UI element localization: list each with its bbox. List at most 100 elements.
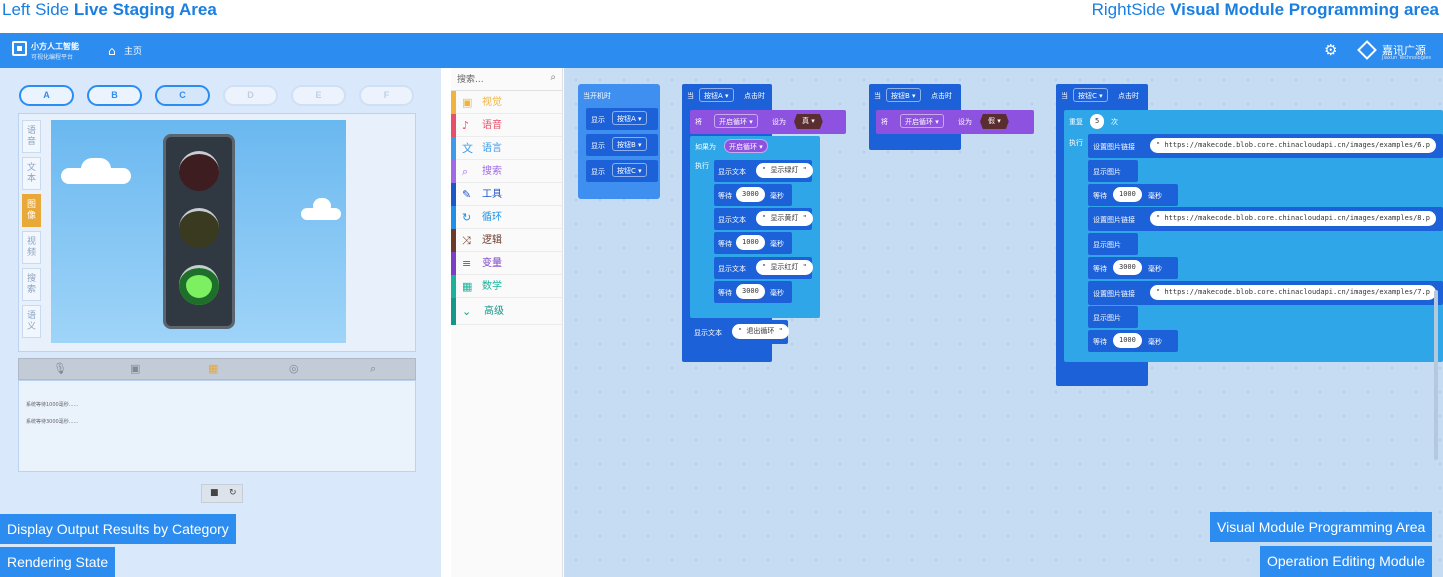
number-input[interactable]: 3000 [1113, 260, 1142, 275]
side-tab-image[interactable]: 图像 [22, 194, 41, 227]
wrench-icon: ✎ [462, 188, 472, 201]
video-icon[interactable]: ◎ [289, 362, 299, 375]
wait-3000-block[interactable]: 等待 3000 毫秒 [1088, 257, 1178, 279]
condition-dropdown[interactable]: 开启循环 ▾ [724, 139, 768, 153]
playback-controls: ■ ↻ [201, 484, 243, 503]
show-text-red-block[interactable]: 显示文本 " 显示红灯 " [714, 257, 813, 279]
show-text-yellow-block[interactable]: 显示文本 " 显示黄灯 " [714, 208, 813, 230]
button-dropdown[interactable]: 按钮B ▾ [612, 137, 647, 151]
wait-1000-block[interactable]: 等待 1000 毫秒 [714, 232, 792, 254]
number-input[interactable]: 1000 [1113, 333, 1142, 348]
microphone-icon[interactable]: 🎙 [53, 362, 67, 375]
image-icon[interactable]: ▦ [208, 362, 219, 375]
category-variables[interactable]: ≡变量 [451, 252, 562, 275]
show-button-a-block[interactable]: 显示 按钮A ▾ [586, 108, 658, 130]
text-input[interactable]: " 显示绿灯 " [756, 163, 813, 178]
button-dropdown[interactable]: 按钮A ▾ [612, 111, 647, 125]
show-button-c-block[interactable]: 显示 按钮C ▾ [586, 160, 658, 182]
text-input[interactable]: " 退出循环 " [732, 324, 789, 339]
text-input[interactable]: " 显示红灯 " [756, 260, 813, 275]
boolean-false[interactable]: 假 ▾ [980, 114, 1009, 129]
calculator-icon: ▦ [462, 280, 473, 293]
set-image-url-block[interactable]: 设置图片链接 " https://makecode.blob.core.chin… [1088, 134, 1443, 158]
output-log: 系统等待1000毫秒...... 系统等待3000毫秒...... [18, 380, 416, 472]
show-image-block[interactable]: 显示图片 [1088, 233, 1138, 255]
programming-workspace[interactable]: 当开机时 显示 按钮A ▾ 显示 按钮B ▾ 显示 按钮C ▾ 当 按钮A ▾ … [564, 68, 1443, 577]
palette-search-input[interactable] [457, 72, 537, 87]
brand-logo-icon [1357, 40, 1377, 60]
tab-e[interactable]: E [291, 85, 346, 106]
on-start-block[interactable]: 当开机时 显示 按钮A ▾ 显示 按钮B ▾ 显示 按钮C ▾ [578, 84, 660, 199]
tab-b[interactable]: B [87, 85, 142, 106]
variable-dropdown[interactable]: 开启循环 ▾ [714, 114, 758, 128]
cloud-shape [301, 208, 341, 220]
side-tab-video[interactable]: 视频 [22, 231, 41, 264]
wait-3000-block[interactable]: 等待 3000 毫秒 [714, 184, 792, 206]
text-input[interactable]: " 显示黄灯 " [756, 211, 813, 226]
gear-icon[interactable]: ⚙ [1324, 41, 1338, 59]
search-icon[interactable]: ⌕ [550, 72, 556, 83]
variable-dropdown[interactable]: 开启循环 ▾ [900, 114, 944, 128]
category-advanced[interactable]: ⌄高级 [451, 298, 562, 325]
home-icon[interactable]: ⌂ [108, 44, 116, 58]
button-dropdown[interactable]: 按钮B ▾ [886, 88, 921, 102]
list-icon: ≡ [462, 257, 472, 270]
stop-icon[interactable]: ■ [210, 488, 219, 498]
wait-1000-block[interactable]: 等待 1000 毫秒 [1088, 330, 1178, 352]
number-input[interactable]: 1000 [736, 235, 765, 250]
tab-a[interactable]: A [19, 85, 74, 106]
url-input[interactable]: " https://makecode.blob.core.chinaclouda… [1150, 211, 1436, 226]
label-operation-editing: Operation Editing Module [1260, 546, 1432, 577]
number-input[interactable]: 1000 [1113, 187, 1142, 202]
home-link[interactable]: 主页 [124, 47, 143, 57]
set-image-url-block[interactable]: 设置图片链接 " https://makecode.blob.core.chin… [1088, 281, 1443, 305]
side-tab-text[interactable]: 文本 [22, 157, 41, 190]
show-text-green-block[interactable]: 显示文本 " 显示绿灯 " [714, 160, 813, 182]
loop-icon: ↻ [462, 211, 472, 224]
search-icon: ⌕ [462, 165, 469, 178]
button-dropdown[interactable]: 按钮C ▾ [612, 163, 647, 177]
category-loops[interactable]: ↻循环 [451, 206, 562, 229]
set-loop-false-block[interactable]: 将 开启循环 ▾ 设为 假 ▾ [876, 110, 1034, 134]
stage-display: 语音 文本 图像 视频 搜索 语义 [18, 113, 416, 352]
show-image-block[interactable]: 显示图片 [1088, 160, 1138, 182]
category-tools[interactable]: ✎工具 [451, 183, 562, 206]
number-input[interactable]: 3000 [736, 187, 765, 202]
translate-icon: 文 [462, 142, 473, 155]
category-logic[interactable]: ⤨逻辑 [451, 229, 562, 252]
top-bar: 小方人工智能 可视化编程平台 ⌂ 主页 ⚙ 嘉讯广源 Jiaxun Techno… [0, 33, 1443, 68]
button-dropdown[interactable]: 按钮C ▾ [1073, 88, 1108, 102]
side-tab-voice[interactable]: 语音 [22, 120, 41, 153]
category-search[interactable]: ⌕搜索 [451, 160, 562, 183]
show-button-b-block[interactable]: 显示 按钮B ▾ [586, 134, 658, 156]
wait-3000-block[interactable]: 等待 3000 毫秒 [714, 281, 792, 303]
show-image-block[interactable]: 显示图片 [1088, 306, 1138, 328]
wait-1000-block[interactable]: 等待 1000 毫秒 [1088, 184, 1178, 206]
tab-d[interactable]: D [223, 85, 278, 106]
tab-c[interactable]: C [155, 85, 210, 106]
palette-search: ⌕ [451, 68, 562, 91]
side-tab-search[interactable]: 搜索 [22, 268, 41, 301]
category-math[interactable]: ▦数学 [451, 275, 562, 298]
set-image-url-block[interactable]: 设置图片链接 " https://makecode.blob.core.chin… [1088, 207, 1443, 231]
button-dropdown[interactable]: 按钮A ▾ [699, 88, 734, 102]
text-icon[interactable]: ▣ [130, 362, 141, 375]
refresh-icon[interactable]: ↻ [229, 488, 237, 498]
label-rendering-state: Rendering State [0, 547, 116, 577]
yellow-lamp [179, 208, 219, 248]
number-input[interactable]: 3000 [736, 284, 765, 299]
workspace-scrollbar[interactable] [1434, 290, 1438, 460]
url-input[interactable]: " https://makecode.blob.core.chinaclouda… [1150, 285, 1436, 300]
set-loop-true-block[interactable]: 将 开启循环 ▾ 设为 真 ▾ [690, 110, 846, 134]
tab-f[interactable]: F [359, 85, 414, 106]
boolean-true[interactable]: 真 ▾ [794, 114, 823, 129]
url-input[interactable]: " https://makecode.blob.core.chinaclouda… [1150, 138, 1436, 153]
category-vision[interactable]: ▣视觉 [451, 91, 562, 114]
side-tab-semantic[interactable]: 语义 [22, 305, 41, 338]
repeat-count-input[interactable]: 5 [1090, 114, 1105, 129]
caption-left-bold: Live Staging Area [73, 0, 217, 19]
category-language[interactable]: 文语言 [451, 137, 562, 160]
search-icon[interactable]: ⌕ [370, 362, 377, 375]
category-voice[interactable]: ♪语音 [451, 114, 562, 137]
show-text-exit-block[interactable]: 显示文本 " 退出循环 " [690, 320, 789, 344]
